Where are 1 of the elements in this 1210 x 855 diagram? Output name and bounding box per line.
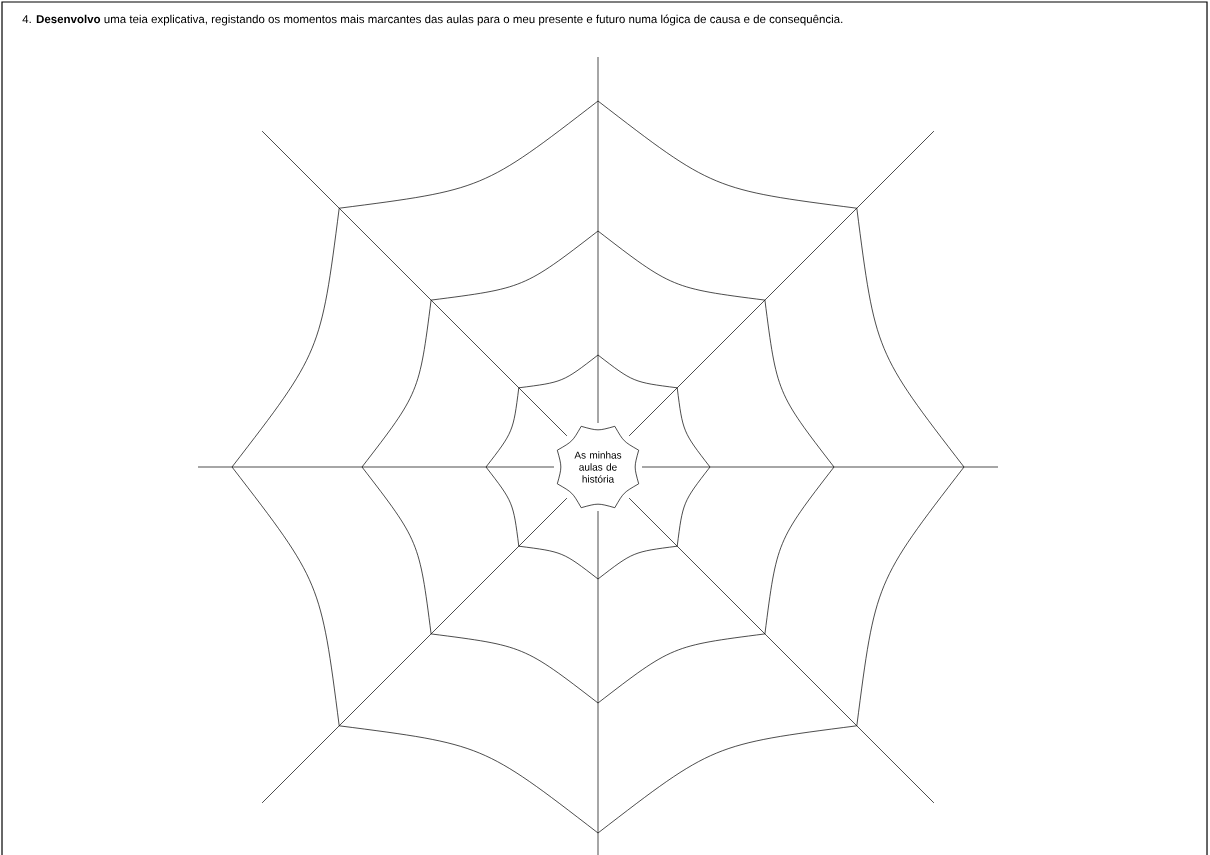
- instruction-text: 4. Desenvolvo uma teia explicativa, registando os momentos mais marcantes das aulas para o meu presente e futuro numa lógica de causa e de consequência.: [22, 14, 843, 26]
